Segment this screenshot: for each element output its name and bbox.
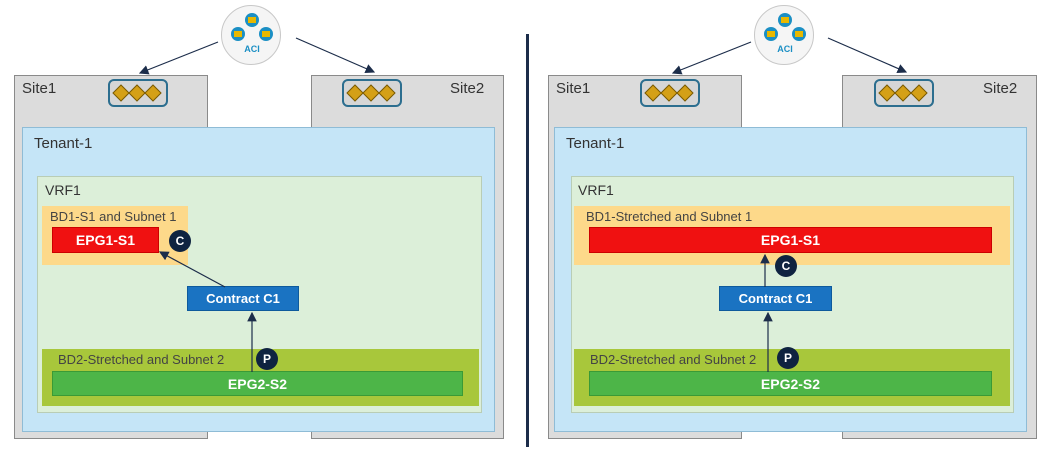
bd2-label: BD2-Stretched and Subnet 2 <box>58 352 225 367</box>
contract-box: Contract C1 <box>187 286 299 311</box>
contract-to-epg1-arrow <box>158 251 226 288</box>
contract-box: Contract C1 <box>719 286 832 311</box>
controller-to-site1-arrow <box>138 41 219 75</box>
site2-label: Site2 <box>983 80 1018 97</box>
switch-glyph-icon <box>644 84 694 102</box>
aci-controller-icon: ACI <box>754 5 814 65</box>
site1-label: Site1 <box>22 80 57 97</box>
switch-glyph-icon <box>878 84 928 102</box>
left-connector-lines <box>138 37 376 372</box>
vrf-label: VRF1 <box>45 182 81 198</box>
site2-switch-icon <box>874 79 934 107</box>
site1-switch-icon <box>108 79 168 107</box>
aci-cluster-icon <box>231 13 273 41</box>
epg1-box: EPG1-S1 <box>589 227 992 253</box>
controller-to-site2-arrow <box>827 37 908 74</box>
provider-badge: P <box>777 347 799 369</box>
epg1-box: EPG1-S1 <box>52 227 159 253</box>
panel-divider <box>526 34 529 447</box>
aci-cluster-icon <box>764 13 806 41</box>
bd2-label: BD2-Stretched and Subnet 2 <box>590 352 757 367</box>
site1-switch-icon <box>640 79 700 107</box>
site2-label: Site2 <box>450 80 485 97</box>
consumer-badge: C <box>775 255 797 277</box>
bd1-label: BD1-S1 and Subnet 1 <box>50 209 177 224</box>
switch-glyph-icon <box>112 84 162 102</box>
site2-switch-icon <box>342 79 402 107</box>
provider-badge: P <box>256 348 278 370</box>
epg2-box: EPG2-S2 <box>52 371 463 396</box>
tenant-label: Tenant-1 <box>34 135 93 152</box>
right-diagram: Site1 Site2 ACI Tenant-1 VRF1 <box>534 0 1043 456</box>
left-diagram: Site1 Site2 ACI Tenant-1 VRF1 <box>0 0 520 456</box>
controller-to-site1-arrow <box>671 41 752 75</box>
tenant-label: Tenant-1 <box>566 135 625 152</box>
switch-glyph-icon <box>346 84 396 102</box>
aci-controller-icon: ACI <box>221 5 281 65</box>
right-connector-lines <box>671 37 908 372</box>
consumer-badge: C <box>169 230 191 252</box>
vrf-label: VRF1 <box>578 182 614 198</box>
site1-label: Site1 <box>556 80 591 97</box>
controller-to-site2-arrow <box>295 37 376 74</box>
bd1-label: BD1-Stretched and Subnet 1 <box>586 209 753 224</box>
epg2-box: EPG2-S2 <box>589 371 992 396</box>
controller-label: ACI <box>777 44 793 54</box>
controller-label: ACI <box>244 44 260 54</box>
